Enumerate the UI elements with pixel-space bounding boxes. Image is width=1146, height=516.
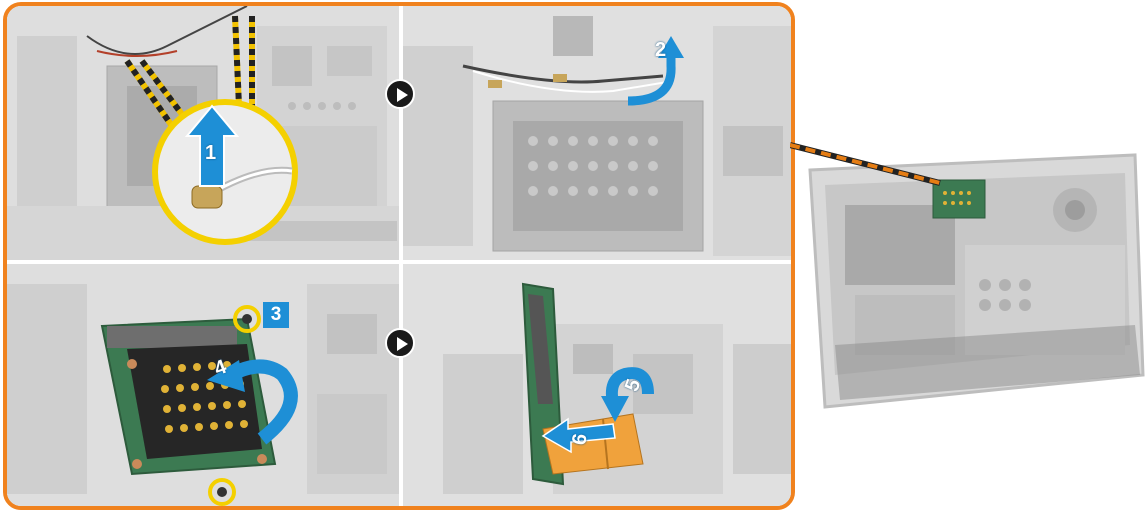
panel-step-1: 1 <box>7 6 399 260</box>
board-illustration-2 <box>403 6 795 260</box>
horizontal-divider <box>7 260 791 264</box>
panel-step-3-4: 3 4 <box>7 264 399 510</box>
panel-step-5-6: 5 6 <box>403 264 795 510</box>
board-illustration-3 <box>7 264 399 510</box>
step-number-3: 3 <box>263 302 289 328</box>
board-illustration-4 <box>403 264 795 510</box>
play-arrow-icon <box>385 79 415 109</box>
leader-line <box>790 135 950 195</box>
play-arrow-icon <box>385 328 415 358</box>
procedure-frame: 1 2 <box>3 2 795 510</box>
step-number-1: 1 <box>205 142 216 165</box>
step-number-2: 2 <box>655 39 666 62</box>
panel-step-2: 2 <box>403 6 795 260</box>
board-illustration-1 <box>7 6 399 260</box>
